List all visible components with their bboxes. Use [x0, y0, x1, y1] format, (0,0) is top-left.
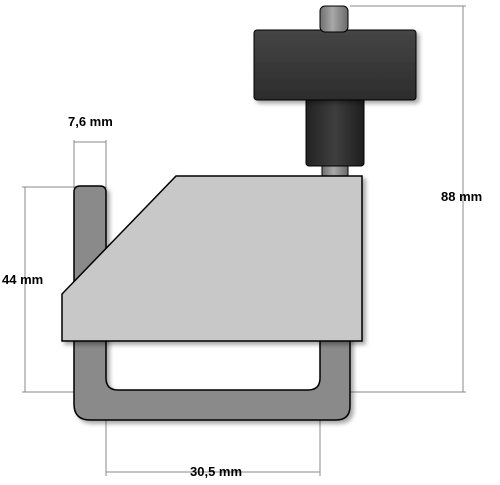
dim-label-height-right: 88 mm [441, 189, 482, 204]
u-bracket [73, 185, 351, 421]
clamp-bracket [73, 185, 351, 421]
dim-label-width-bottom: 30,5 mm [190, 464, 242, 479]
clamp-body [61, 175, 363, 342]
clamp-body-group [61, 175, 363, 342]
knob [253, 29, 417, 101]
dim-label-height-left: 44 mm [2, 272, 43, 287]
knob-shaft [305, 97, 365, 167]
dim-label-width-top: 7,6 mm [68, 114, 113, 129]
threaded-rod-upper [319, 5, 349, 33]
